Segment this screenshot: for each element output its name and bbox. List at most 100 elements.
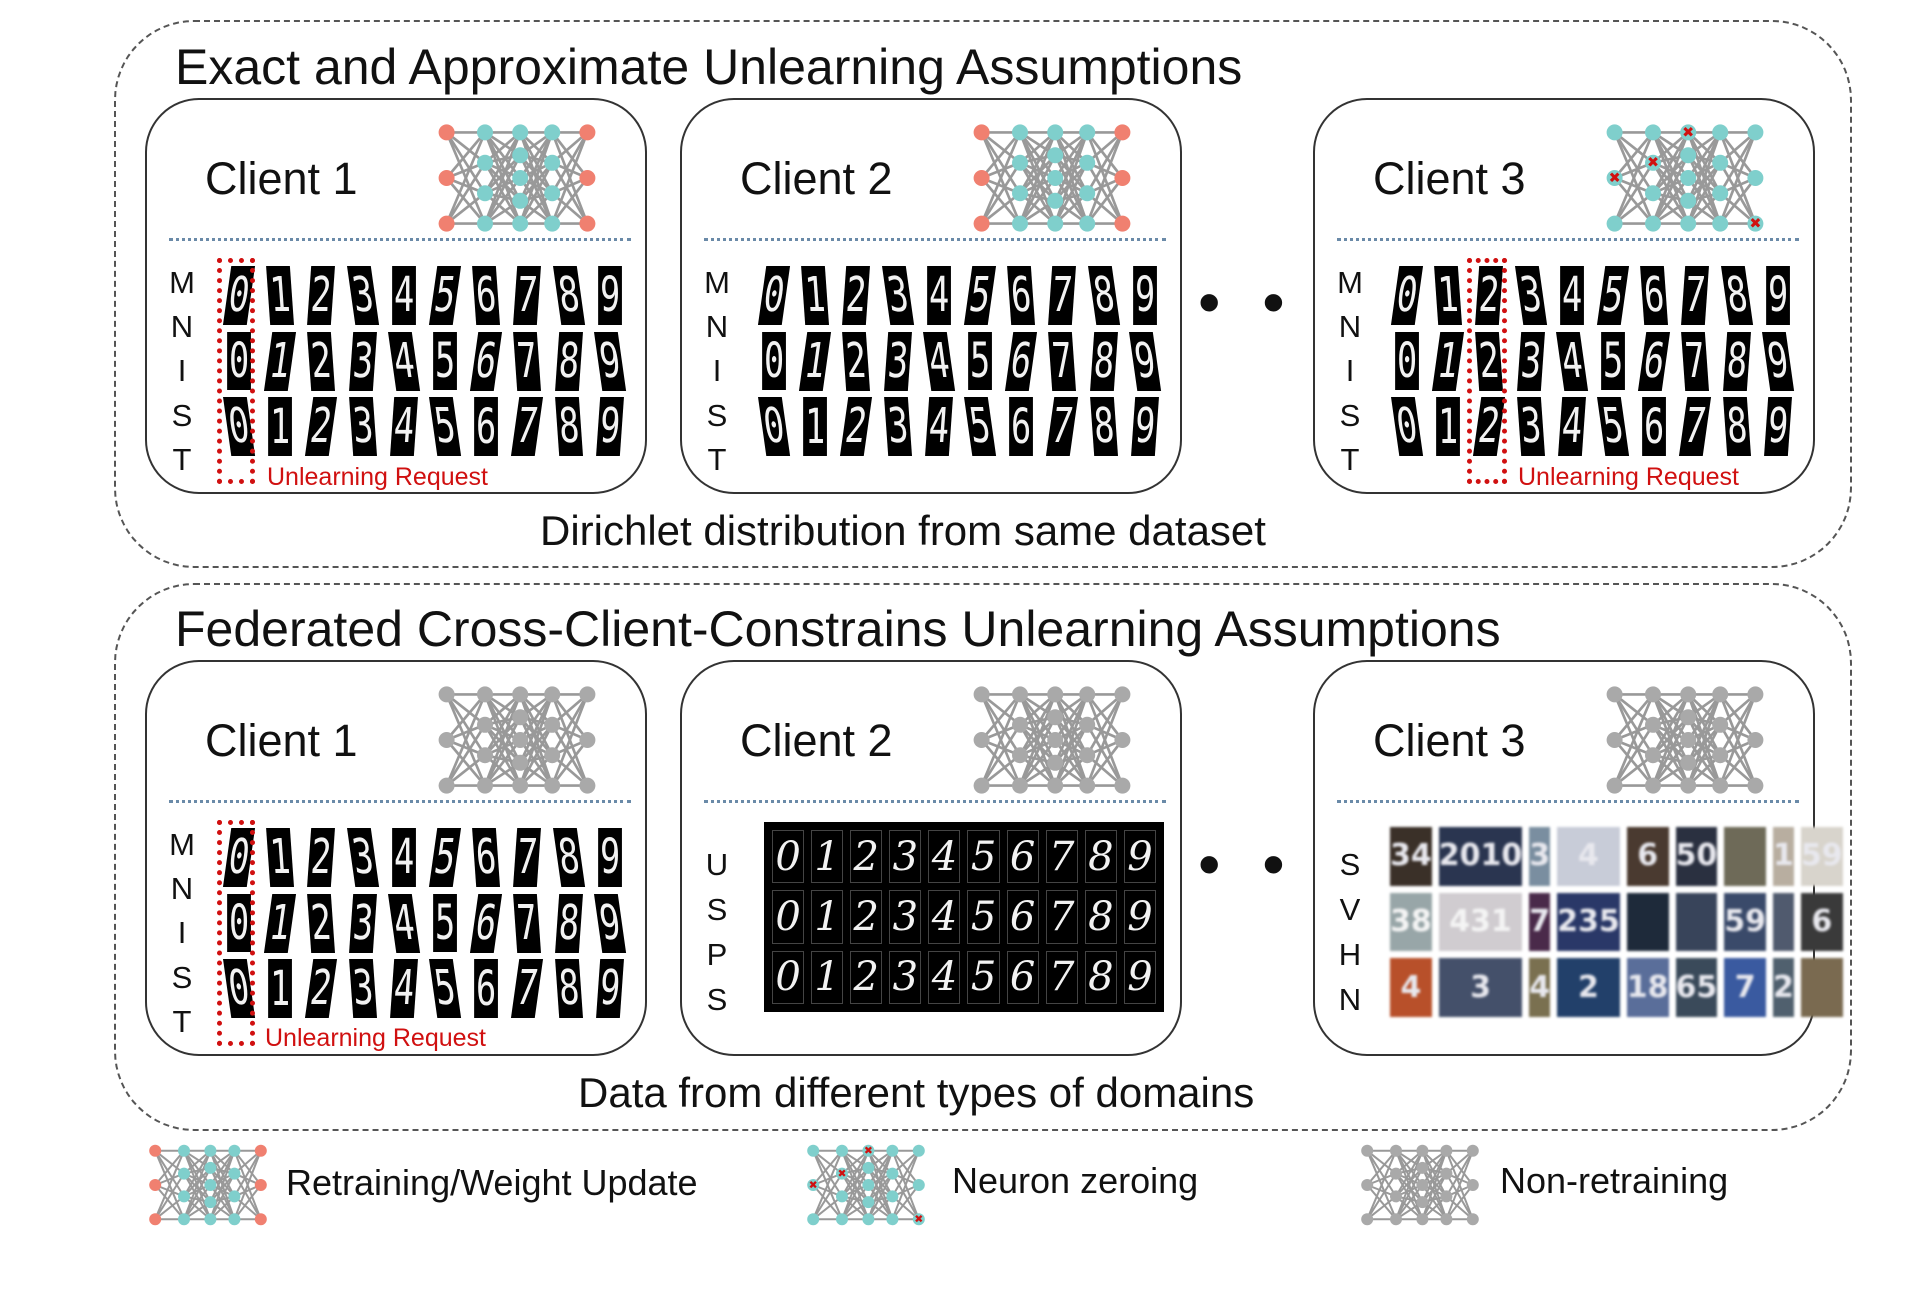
neuron [1047,215,1064,232]
digit-cell: 8 [1087,266,1120,325]
neuron [1712,716,1729,733]
digit-cell: 2 [307,331,336,391]
digit-cell: 6 [1642,397,1667,456]
exact-approximate-section [114,20,1852,568]
digit-cell: 5 [429,266,462,325]
digit-cell: 4 [1559,266,1584,325]
neuron [254,1179,267,1191]
digit-cell: 9 [595,397,624,456]
digit-cell: 2 [307,828,336,887]
neuron [1680,732,1697,748]
dataset-letter: S [171,959,193,995]
digit-cell: 8 [1089,397,1118,456]
digit-cell: 431 [1438,892,1523,952]
client-label: Client 1 [205,153,358,204]
digit-cell: 9 [593,331,626,391]
dataset-letter: I [177,915,187,951]
neuron [544,686,561,703]
neuron [1012,154,1028,171]
digit-cell: 6 [474,397,499,456]
digit-cell: 9 [593,893,626,953]
digit-cell: 8 [554,397,583,456]
non-retraining-network-icon [1361,1144,1479,1226]
neuron [1606,170,1623,186]
neuron [973,124,990,141]
digit-cell: 6 [1009,397,1034,456]
neuron [1012,185,1028,202]
neuron [1680,686,1697,703]
digit-cell: 8 [552,828,585,887]
dataset-letter: S [706,892,728,927]
digit-cell: 4 [928,950,961,1004]
neuron [886,1167,899,1180]
digit-cell: 8 [1084,950,1117,1004]
unlearning-highlight [1467,258,1507,484]
digit-cell: 9 [1763,397,1792,456]
digit-cell: 0 [1391,266,1424,325]
neuron [1047,192,1064,209]
neuron [1416,1144,1429,1157]
digit-cell: 50 [1675,827,1718,886]
neuron [1680,147,1697,164]
digit-cell: 8 [1722,331,1751,391]
neuron [1440,1190,1453,1203]
neuron [1712,686,1729,703]
digit-cell: 4 [1390,958,1432,1017]
neuron [204,1144,217,1157]
divider [169,238,631,241]
digit-cell: 0 [772,830,805,884]
neuron [512,732,529,748]
neuron [836,1167,848,1180]
neuron [1440,1167,1453,1180]
neuron [1079,215,1096,232]
neuron [477,777,493,794]
digit-cell: 7 [513,828,542,887]
digit-cell: 5 [429,828,462,887]
digit-cell: 0 [1395,331,1420,391]
digit-cell: 5 [967,830,1000,884]
neuron [1361,1144,1374,1157]
digit-cell: 1 [1432,331,1465,391]
neuron [438,170,455,186]
neuron [1114,124,1131,141]
digit-cell: 3 [883,397,912,456]
digit-cell: 3 [348,893,377,953]
neuron [1680,754,1697,771]
digit-cell: 7 [1046,397,1079,456]
digit-cell: 4 [928,890,961,944]
neuron [1606,777,1623,794]
neuron [438,686,455,703]
neuron [512,777,529,794]
neuron [512,192,529,209]
divider [704,238,1166,241]
digit-cell: 1 [268,959,293,1018]
neuron [1680,777,1697,794]
dataset-letter: S [706,982,728,1017]
dataset-letter: V [1339,892,1361,927]
neuron [1680,124,1697,141]
neuron [1416,1213,1429,1226]
digit-cell: 3 [889,890,922,944]
neuron [1606,732,1623,748]
neuron [438,777,455,794]
dataset-letter: M [704,264,730,300]
neuron [1680,709,1697,726]
neuron [228,1190,241,1203]
digit-cell: 2 [842,266,871,325]
digit-cell: 2 [842,331,871,391]
neuron [204,1213,217,1226]
neuron [1747,686,1764,703]
neuron [1012,777,1028,794]
neural-network-icon: ✖✖✖✖ [1606,124,1764,232]
neuron [862,1179,875,1191]
neuron [477,185,493,202]
digit-cell: 5 [1597,266,1630,325]
federated-cross-client-section [114,583,1852,1131]
neuron [1416,1196,1429,1209]
digit-cell: 1 [801,266,830,325]
neuron [1114,777,1131,794]
neuron [1390,1144,1402,1157]
